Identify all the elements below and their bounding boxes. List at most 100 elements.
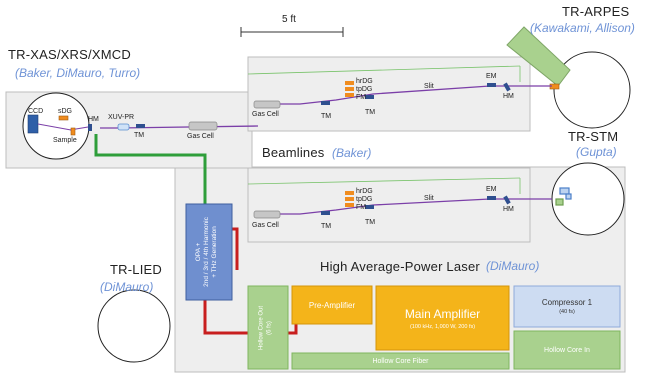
hollow-core-out-text: Hollow Core Out — [258, 306, 265, 351]
xuv-pr-label: XUV-PR — [108, 114, 135, 121]
top-tpdg-label: tpDG — [356, 86, 373, 93]
ccd-label: CCD — [28, 108, 44, 115]
bottom-fm-label: FM — [356, 204, 367, 211]
xas-hm-mirror — [88, 124, 92, 131]
tr-arpes-people: (Kawakami, Allison) — [530, 21, 635, 35]
top-tm2-label: TM — [365, 109, 376, 116]
xas-sample-holder — [70, 127, 76, 136]
top-tm1 — [321, 101, 330, 105]
sdg-label: sDG — [58, 108, 72, 115]
top-hm — [503, 82, 511, 92]
opa-line2: 2nd / 3rd / 4th Harmonic — [203, 217, 210, 287]
laser-people: (DiMauro) — [486, 259, 540, 273]
bottom-hm — [503, 195, 511, 205]
hollow-core-out-sub: (6 fs) — [266, 321, 273, 335]
green-fiber — [94, 134, 207, 204]
top-em — [487, 83, 496, 87]
beamlines-people: (Baker) — [332, 146, 372, 160]
bottom-slit-label: Slit — [424, 195, 434, 202]
tr-arpes-title: TR-ARPES — [562, 4, 630, 19]
lied-chamber — [97, 289, 171, 363]
xas-tm-mirror — [136, 124, 145, 128]
pre-amplifier-label: Pre-Amplifier — [308, 300, 356, 310]
compressor-label: Compressor 1 — [541, 298, 593, 307]
compressor-box — [513, 285, 621, 328]
top-tm2 — [365, 95, 374, 99]
stm-instrument — [555, 187, 572, 206]
compressor-label-box: Compressor 1 (40 fs) — [514, 286, 620, 327]
main-amplifier-sub: (100 kHz, 1,000 W, 200 fs) — [409, 323, 476, 330]
hollow-core-out-box — [247, 285, 289, 370]
xas-gas-cell-label: Gas Cell — [187, 133, 214, 140]
beamline-top-green — [247, 65, 521, 75]
xas-hm-label: HM — [88, 116, 99, 123]
tr-xas-people: (Baker, DiMauro, Turro) — [15, 66, 141, 80]
top-gas-cell-label: Gas Cell — [252, 111, 279, 118]
bottom-tpdg-label: tpDG — [356, 196, 373, 203]
arpes-chamber — [553, 51, 631, 129]
scale-bar — [240, 27, 344, 37]
pre-amplifier-box — [291, 285, 373, 325]
main-amplifier-box — [375, 285, 510, 351]
opa-line1: OPA + — [195, 242, 202, 262]
xas-gas-cell — [188, 121, 218, 131]
xas-spectrum — [37, 123, 72, 131]
bottom-gas-cell-label: Gas Cell — [252, 222, 279, 229]
hollow-core-in-box — [513, 330, 621, 370]
tr-stm-people: (Gupta) — [576, 145, 617, 159]
top-fm-label: FM — [356, 94, 367, 101]
bottom-gas-cell — [253, 210, 281, 219]
top-em-label: EM — [486, 73, 497, 80]
scale-label: 5 ft — [282, 14, 296, 25]
laser-title: High Average-Power Laser — [320, 259, 480, 274]
hollow-core-fiber-box — [291, 352, 510, 370]
bottom-em — [487, 196, 496, 200]
tr-lied-title: TR-LIED — [110, 262, 162, 277]
top-hrdg-label: hrDG — [356, 78, 373, 85]
opa-line3: + THz Generation — [211, 226, 218, 278]
tr-xas-title: TR-XAS/XRS/XMCD — [8, 47, 131, 62]
sdg-grating — [58, 115, 69, 121]
ccd-detector — [27, 114, 39, 134]
opa-box — [185, 203, 233, 301]
compressor-sub: (40 fs) — [559, 309, 575, 315]
hollow-core-out-label: Hollow Core Out (6 fs) — [258, 287, 278, 370]
top-tpdg — [345, 87, 354, 91]
bottom-hrdg-label: hrDG — [356, 188, 373, 195]
main-amplifier-label-box: Main Amplifier (100 kHz, 1,000 W, 200 fs… — [376, 286, 509, 350]
top-fm — [345, 93, 354, 97]
bottom-em-label: EM — [486, 186, 497, 193]
beamline-bottom-table — [247, 167, 531, 243]
top-hrdg — [345, 81, 354, 85]
tr-stm-title: TR-STM — [568, 129, 619, 144]
opa-label: OPA + 2nd / 3rd / 4th Harmonic + THz Gen… — [195, 204, 223, 300]
top-hm-label: HM — [503, 93, 514, 100]
beamline-bottom-green — [247, 177, 521, 185]
hollow-core-in-label: Hollow Core In — [544, 346, 590, 354]
pre-amplifier-label-box: Pre-Amplifier — [292, 286, 372, 324]
top-slit-label: Slit — [424, 83, 434, 90]
top-tm1-label: TM — [321, 113, 332, 120]
bottom-tpdg — [345, 197, 354, 201]
arpes-analyzer — [506, 26, 571, 87]
beamlines-title: Beamlines — [262, 145, 325, 160]
tr-lied-people: (DiMauro) — [100, 280, 154, 294]
bottom-tm1 — [321, 211, 330, 215]
top-gas-cell — [253, 100, 281, 109]
bottom-tm2-label: TM — [365, 219, 376, 226]
hollow-core-fiber-label-box: Hollow Core Fiber — [292, 353, 509, 369]
beamline-top-table — [247, 56, 531, 132]
bottom-hrdg — [345, 191, 354, 195]
xas-tm-label: TM — [134, 132, 145, 139]
bottom-tm2 — [365, 205, 374, 209]
xuv-pr-optic — [117, 123, 130, 131]
hollow-core-fiber-label: Hollow Core Fiber — [372, 357, 429, 365]
main-amplifier-label: Main Amplifier — [404, 306, 481, 321]
hollow-core-in-label-box: Hollow Core In — [514, 331, 620, 369]
sample-label: Sample — [53, 137, 77, 144]
bottom-fm — [345, 203, 354, 207]
bottom-tm1-label: TM — [321, 223, 332, 230]
bottom-hm-label: HM — [503, 206, 514, 213]
